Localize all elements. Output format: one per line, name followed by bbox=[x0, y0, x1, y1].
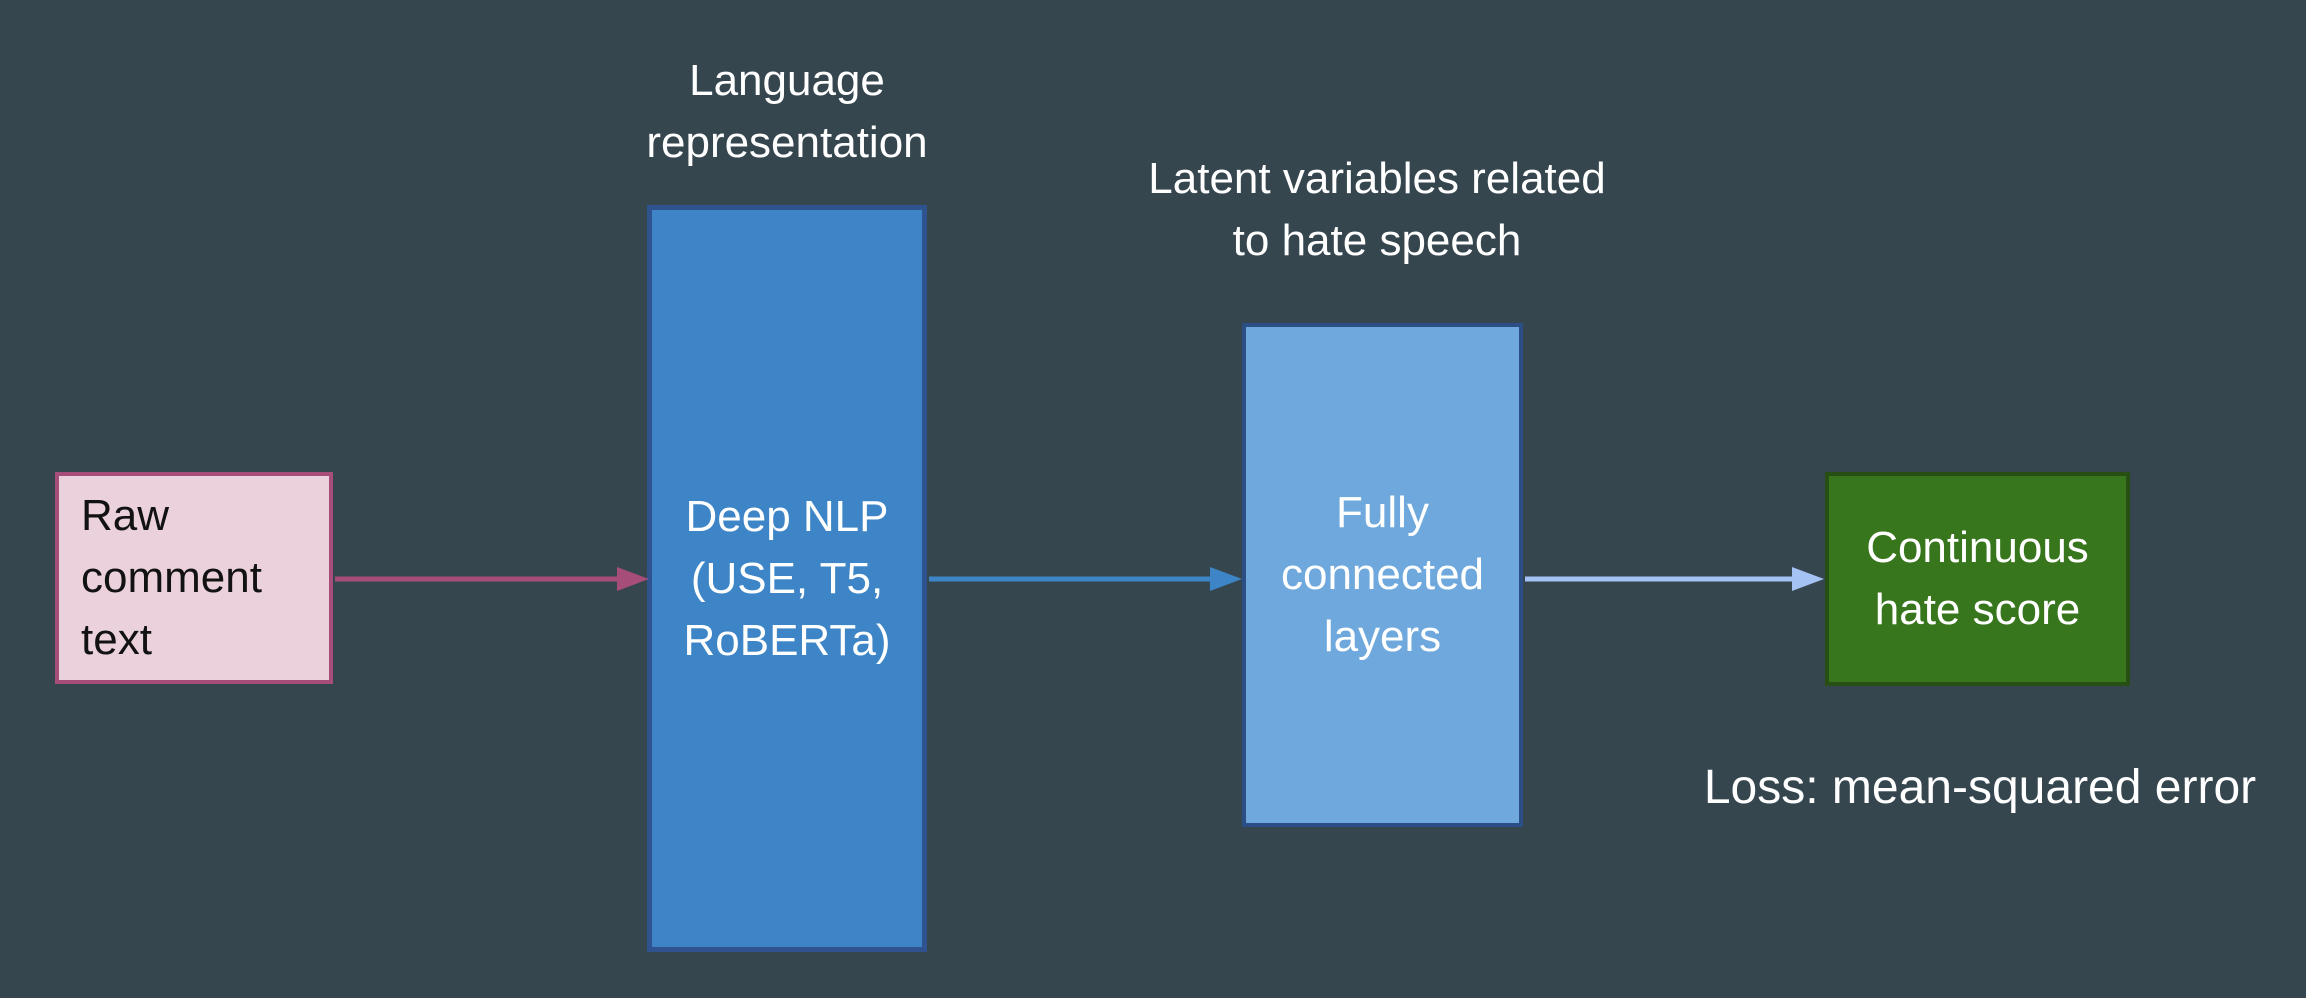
arrow-head bbox=[1792, 567, 1824, 591]
node-fully-connected-layers: Fully connected layers bbox=[1242, 323, 1523, 827]
node-line: text bbox=[81, 615, 152, 664]
label-loss-function: Loss: mean-squared error bbox=[1703, 761, 2257, 814]
node-deep-nlp: Deep NLP (USE, T5, RoBERTa) bbox=[647, 205, 927, 952]
label-language-representation: Language representation bbox=[527, 50, 1047, 174]
node-line: RoBERTa) bbox=[683, 615, 891, 665]
label-latent-variables: Latent variables related to hate speech bbox=[1057, 148, 1697, 272]
node-line: layers bbox=[1323, 612, 1442, 661]
node-line: Raw bbox=[81, 491, 170, 540]
label-line: to hate speech bbox=[1232, 216, 1522, 265]
node-line: (USE, T5, bbox=[690, 553, 884, 603]
node-line: Deep NLP bbox=[685, 491, 889, 541]
label-line: representation bbox=[646, 118, 928, 167]
node-line: Fully bbox=[1336, 488, 1429, 537]
node-line: hate score bbox=[1874, 585, 2081, 634]
label-line: Language bbox=[689, 56, 885, 105]
arrow-raw-to-deepnlp bbox=[335, 567, 649, 591]
node-line: Continuous bbox=[1866, 523, 2089, 572]
node-raw-comment-text: Raw comment text bbox=[55, 472, 333, 684]
arrow-fullyconnected-to-score bbox=[1525, 567, 1824, 591]
node-continuous-hate-score: Continuous hate score bbox=[1825, 472, 2130, 686]
node-line: connected bbox=[1280, 550, 1485, 599]
label-line: Latent variables related bbox=[1148, 154, 1606, 203]
arrow-deepnlp-to-fullyconnected bbox=[929, 567, 1242, 591]
arrow-head bbox=[1210, 567, 1242, 591]
arrow-head bbox=[617, 567, 649, 591]
node-line: comment bbox=[81, 553, 262, 602]
